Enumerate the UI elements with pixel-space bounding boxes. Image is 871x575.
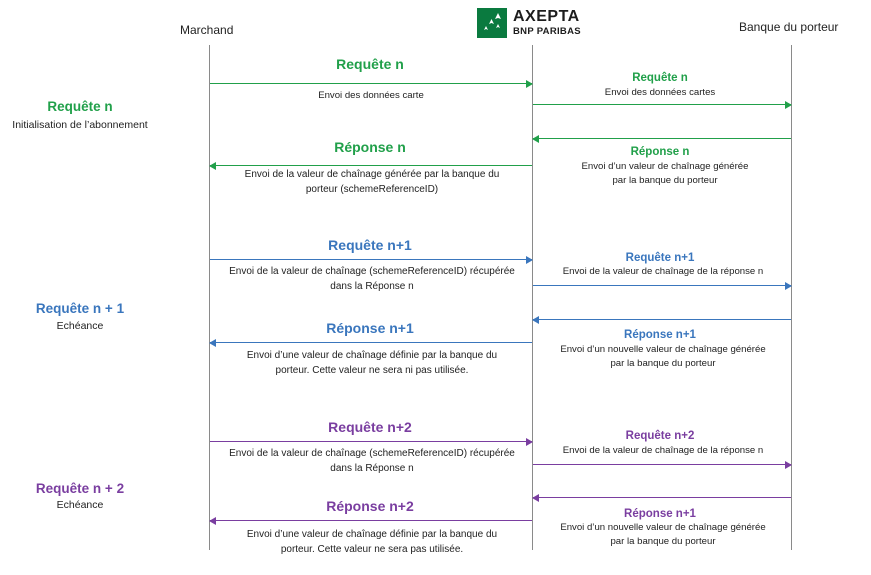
label-request-n1-left: Requête n+1	[328, 237, 412, 253]
label-response-n-right: Réponse n	[630, 146, 690, 158]
arrow-response-n1-left	[210, 342, 532, 344]
note-response-n1-right-2: par la banque du porteur	[610, 358, 716, 369]
label-response-n1-right: Réponse n+1	[624, 329, 696, 341]
bnp-stars-icon	[477, 8, 507, 38]
arrow-response-n-right	[533, 138, 791, 140]
arrow-request-n2-right	[533, 464, 791, 466]
note-request-n1-right: Envoi de la valeur de chaînage de la rép…	[562, 266, 764, 277]
label-response-n2-right: Réponse n+1	[624, 508, 696, 520]
label-response-n-left: Réponse n	[334, 139, 406, 155]
note-request-n-left: Envoi des données carte	[318, 90, 424, 101]
note-response-n2-left-2: porteur. Cette valeur ne sera pas utilis…	[280, 544, 464, 555]
note-response-n-right-1: Envoi d’un valeur de chaînage générée	[581, 161, 749, 172]
note-request-n1-left-1: Envoi de la valeur de chaînage (schemeRe…	[229, 266, 515, 277]
lifeline-merchant	[209, 45, 210, 550]
label-request-n2-left: Requête n+2	[328, 419, 412, 435]
actor-cardholder-bank: Banque du porteur	[739, 20, 839, 34]
label-response-n1-left: Réponse n+1	[326, 320, 414, 336]
note-response-n-left-2: porteur (schemeReferenceID)	[305, 184, 439, 195]
side-sub-initialisation: Initialisation de l’abonnement	[12, 119, 148, 131]
actor-merchant: Marchand	[180, 23, 234, 37]
side-sub-echeance-1: Echéance	[56, 320, 104, 332]
arrow-response-n2-left	[210, 520, 532, 522]
arrow-request-n1-left	[210, 259, 532, 261]
label-request-n1-right: Requête n+1	[625, 252, 695, 264]
note-request-n2-left-2: dans la Réponse n	[330, 463, 414, 474]
label-response-n2-left: Réponse n+2	[326, 498, 414, 514]
lifeline-cardholder-bank	[791, 45, 792, 550]
note-request-n2-right: Envoi de la valeur de chaînage de la rép…	[562, 445, 764, 456]
arrow-request-n-left	[210, 83, 532, 85]
note-response-n1-left-1: Envoi d’une valeur de chaînage définie p…	[246, 350, 498, 361]
note-response-n1-left-2: porteur. Cette valeur ne sera ni pas uti…	[275, 365, 469, 376]
side-title-request-n2: Requête n + 2	[35, 481, 125, 496]
arrow-request-n1-right	[533, 285, 791, 287]
note-request-n1-left-2: dans la Réponse n	[330, 281, 414, 292]
note-response-n-right-2: par la banque du porteur	[612, 175, 718, 186]
arrow-request-n-right	[533, 104, 791, 106]
label-request-n-left: Requête n	[336, 56, 404, 72]
brand-subname: BNP PARIBAS	[513, 26, 581, 38]
arrow-response-n1-right	[533, 319, 791, 321]
brand-logo: AXEPTA BNP PARIBAS	[477, 7, 581, 39]
side-title-request-n1: Requête n + 1	[35, 301, 125, 316]
brand-name: AXEPTA	[513, 8, 580, 26]
arrow-request-n2-left	[210, 441, 532, 443]
side-title-request-n: Requête n	[47, 99, 113, 114]
note-response-n-left-1: Envoi de la valeur de chaînage générée p…	[244, 169, 500, 180]
arrow-response-n2-right	[533, 497, 791, 499]
arrow-response-n-left	[210, 165, 532, 167]
note-response-n1-right-1: Envoi d’un nouvelle valeur de chaînage g…	[560, 344, 766, 355]
note-request-n-right: Envoi des données cartes	[604, 87, 716, 98]
note-response-n2-left-1: Envoi d’une valeur de chaînage définie p…	[246, 529, 498, 540]
lifeline-axepta	[532, 45, 533, 550]
note-response-n2-right-2: par la banque du porteur	[610, 536, 716, 547]
label-request-n-right: Requête n	[632, 72, 688, 84]
label-request-n2-right: Requête n+2	[625, 430, 695, 442]
note-request-n2-left-1: Envoi de la valeur de chaînage (schemeRe…	[229, 448, 515, 459]
note-response-n2-right-1: Envoi d’un nouvelle valeur de chaînage g…	[560, 522, 766, 533]
side-sub-echeance-2: Echéance	[56, 499, 104, 511]
